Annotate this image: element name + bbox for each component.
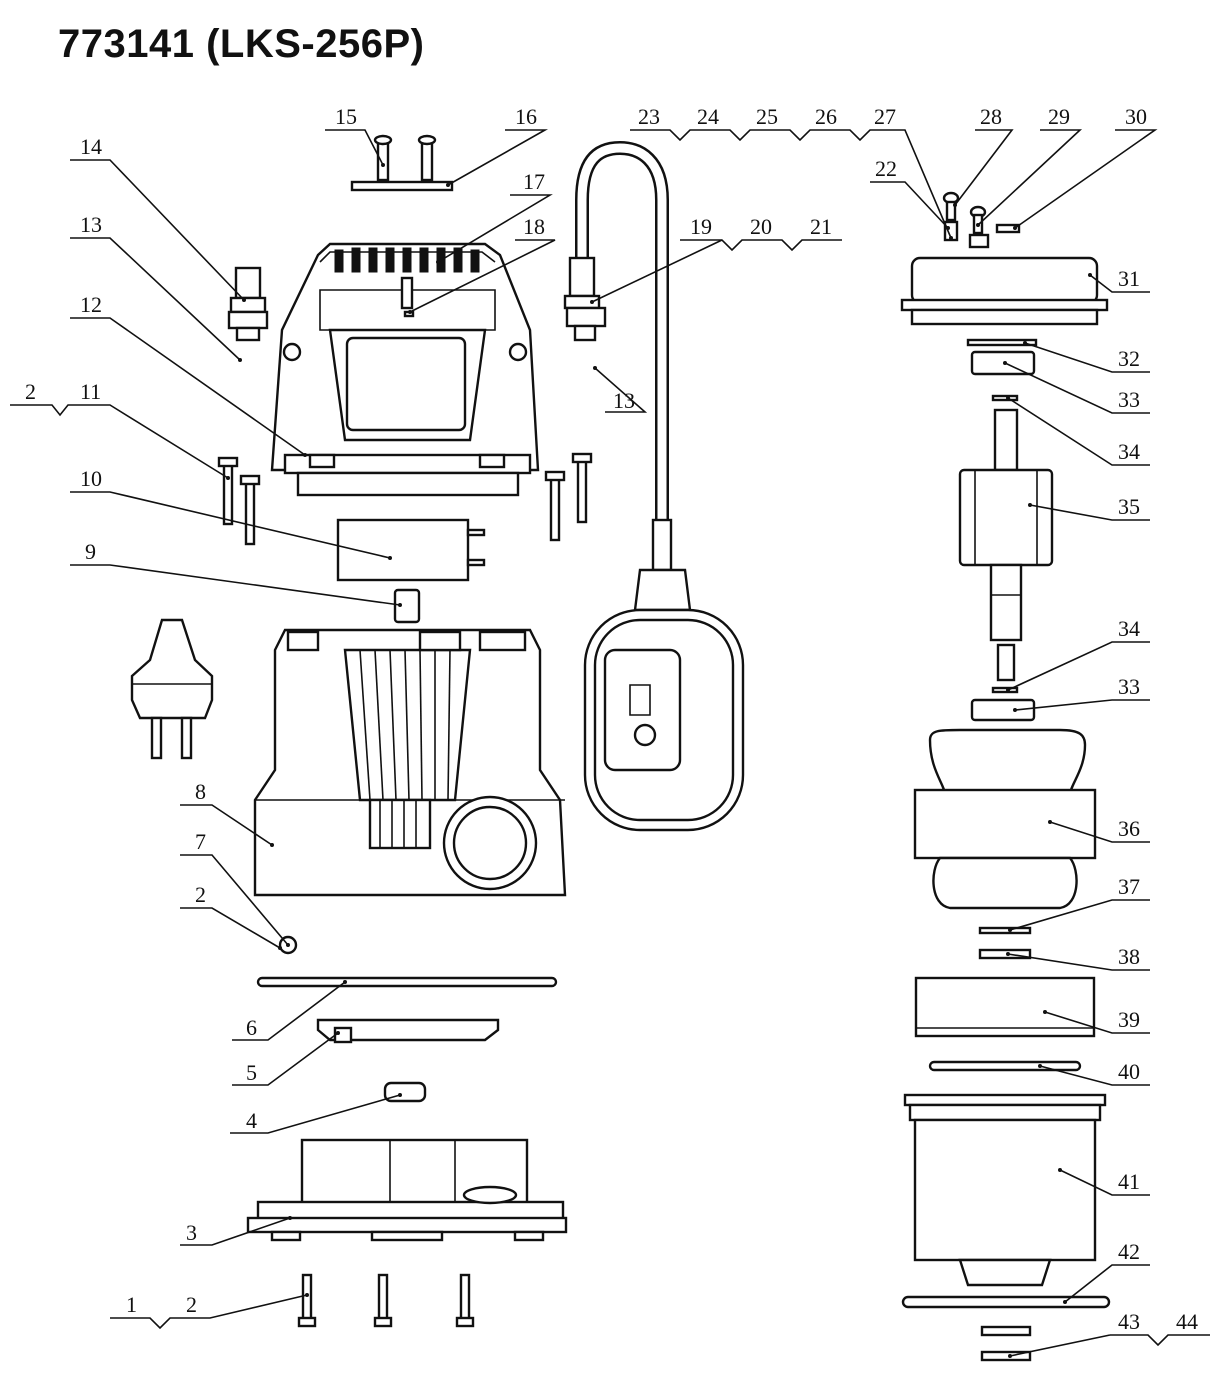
callout-39: 39 — [1118, 1007, 1140, 1032]
callout-25: 25 — [756, 104, 778, 129]
callout-2: 2 — [186, 1292, 197, 1317]
callout-6: 6 — [246, 1015, 257, 1040]
callout-16: 16 — [515, 104, 537, 129]
callout-12: 12 — [80, 292, 102, 317]
callout-11: 11 — [80, 379, 101, 404]
callout-8: 8 — [195, 779, 206, 804]
callout-14: 14 — [80, 134, 102, 159]
callout-33: 33 — [1118, 674, 1140, 699]
callout-36: 36 — [1118, 816, 1140, 841]
callout-23: 23 — [638, 104, 660, 129]
callout-4: 4 — [246, 1108, 257, 1133]
callout-21: 21 — [810, 214, 832, 239]
callout-15: 15 — [335, 104, 357, 129]
callout-32: 32 — [1118, 346, 1140, 371]
float-switch — [563, 140, 745, 832]
callout-17: 17 — [523, 169, 545, 194]
callout-33: 33 — [1118, 387, 1140, 412]
part-9-plug — [393, 588, 421, 624]
callout-13: 13 — [613, 388, 635, 413]
capacitor — [336, 518, 486, 582]
motor-stack — [900, 191, 1111, 1362]
callout-7: 7 — [195, 829, 206, 854]
pump-base — [246, 1138, 568, 1242]
callout-35: 35 — [1118, 494, 1140, 519]
callout-34: 34 — [1118, 439, 1140, 464]
callout-37: 37 — [1118, 874, 1140, 899]
callout-3: 3 — [186, 1220, 197, 1245]
callout-30: 30 — [1125, 104, 1147, 129]
callout-29: 29 — [1048, 104, 1070, 129]
callout-9: 9 — [85, 539, 96, 564]
callout-labels: 1 2 2 2 3 4 5 6 7 8 9 10 11 12 13 13 14 … — [25, 104, 1198, 1334]
callout-27: 27 — [874, 104, 896, 129]
callout-22: 22 — [875, 156, 897, 181]
top-cover-handle — [270, 134, 540, 497]
page-title: 773141 (LKS-256P) — [58, 22, 425, 66]
gasket-ring — [256, 976, 558, 988]
leader-lines — [10, 129, 1210, 1358]
callout-41: 41 — [1118, 1169, 1140, 1194]
grille-ribs — [334, 247, 480, 273]
power-cable-with-plug — [130, 137, 269, 760]
callout-43: 43 — [1118, 1309, 1140, 1334]
callout-28: 28 — [980, 104, 1002, 129]
callout-13: 13 — [80, 212, 102, 237]
callout-38: 38 — [1118, 944, 1140, 969]
callout-2: 2 — [25, 379, 36, 404]
callout-5: 5 — [246, 1060, 257, 1085]
callout-2: 2 — [195, 882, 206, 907]
motor-housing — [253, 628, 567, 897]
callout-44: 44 — [1176, 1309, 1198, 1334]
callout-1: 1 — [126, 1292, 137, 1317]
callout-34: 34 — [1118, 616, 1140, 641]
callout-40: 40 — [1118, 1059, 1140, 1084]
callout-31: 31 — [1118, 266, 1140, 291]
callout-19: 19 — [690, 214, 712, 239]
screws-11 — [217, 452, 593, 546]
callout-26: 26 — [815, 104, 837, 129]
callout-10: 10 — [80, 466, 102, 491]
callout-20: 20 — [750, 214, 772, 239]
callout-18: 18 — [523, 214, 545, 239]
impeller-plate — [316, 1018, 500, 1044]
cooling-fins — [359, 649, 451, 801]
callout-42: 42 — [1118, 1239, 1140, 1264]
callout-24: 24 — [697, 104, 719, 129]
bottom-screws — [297, 1273, 475, 1328]
